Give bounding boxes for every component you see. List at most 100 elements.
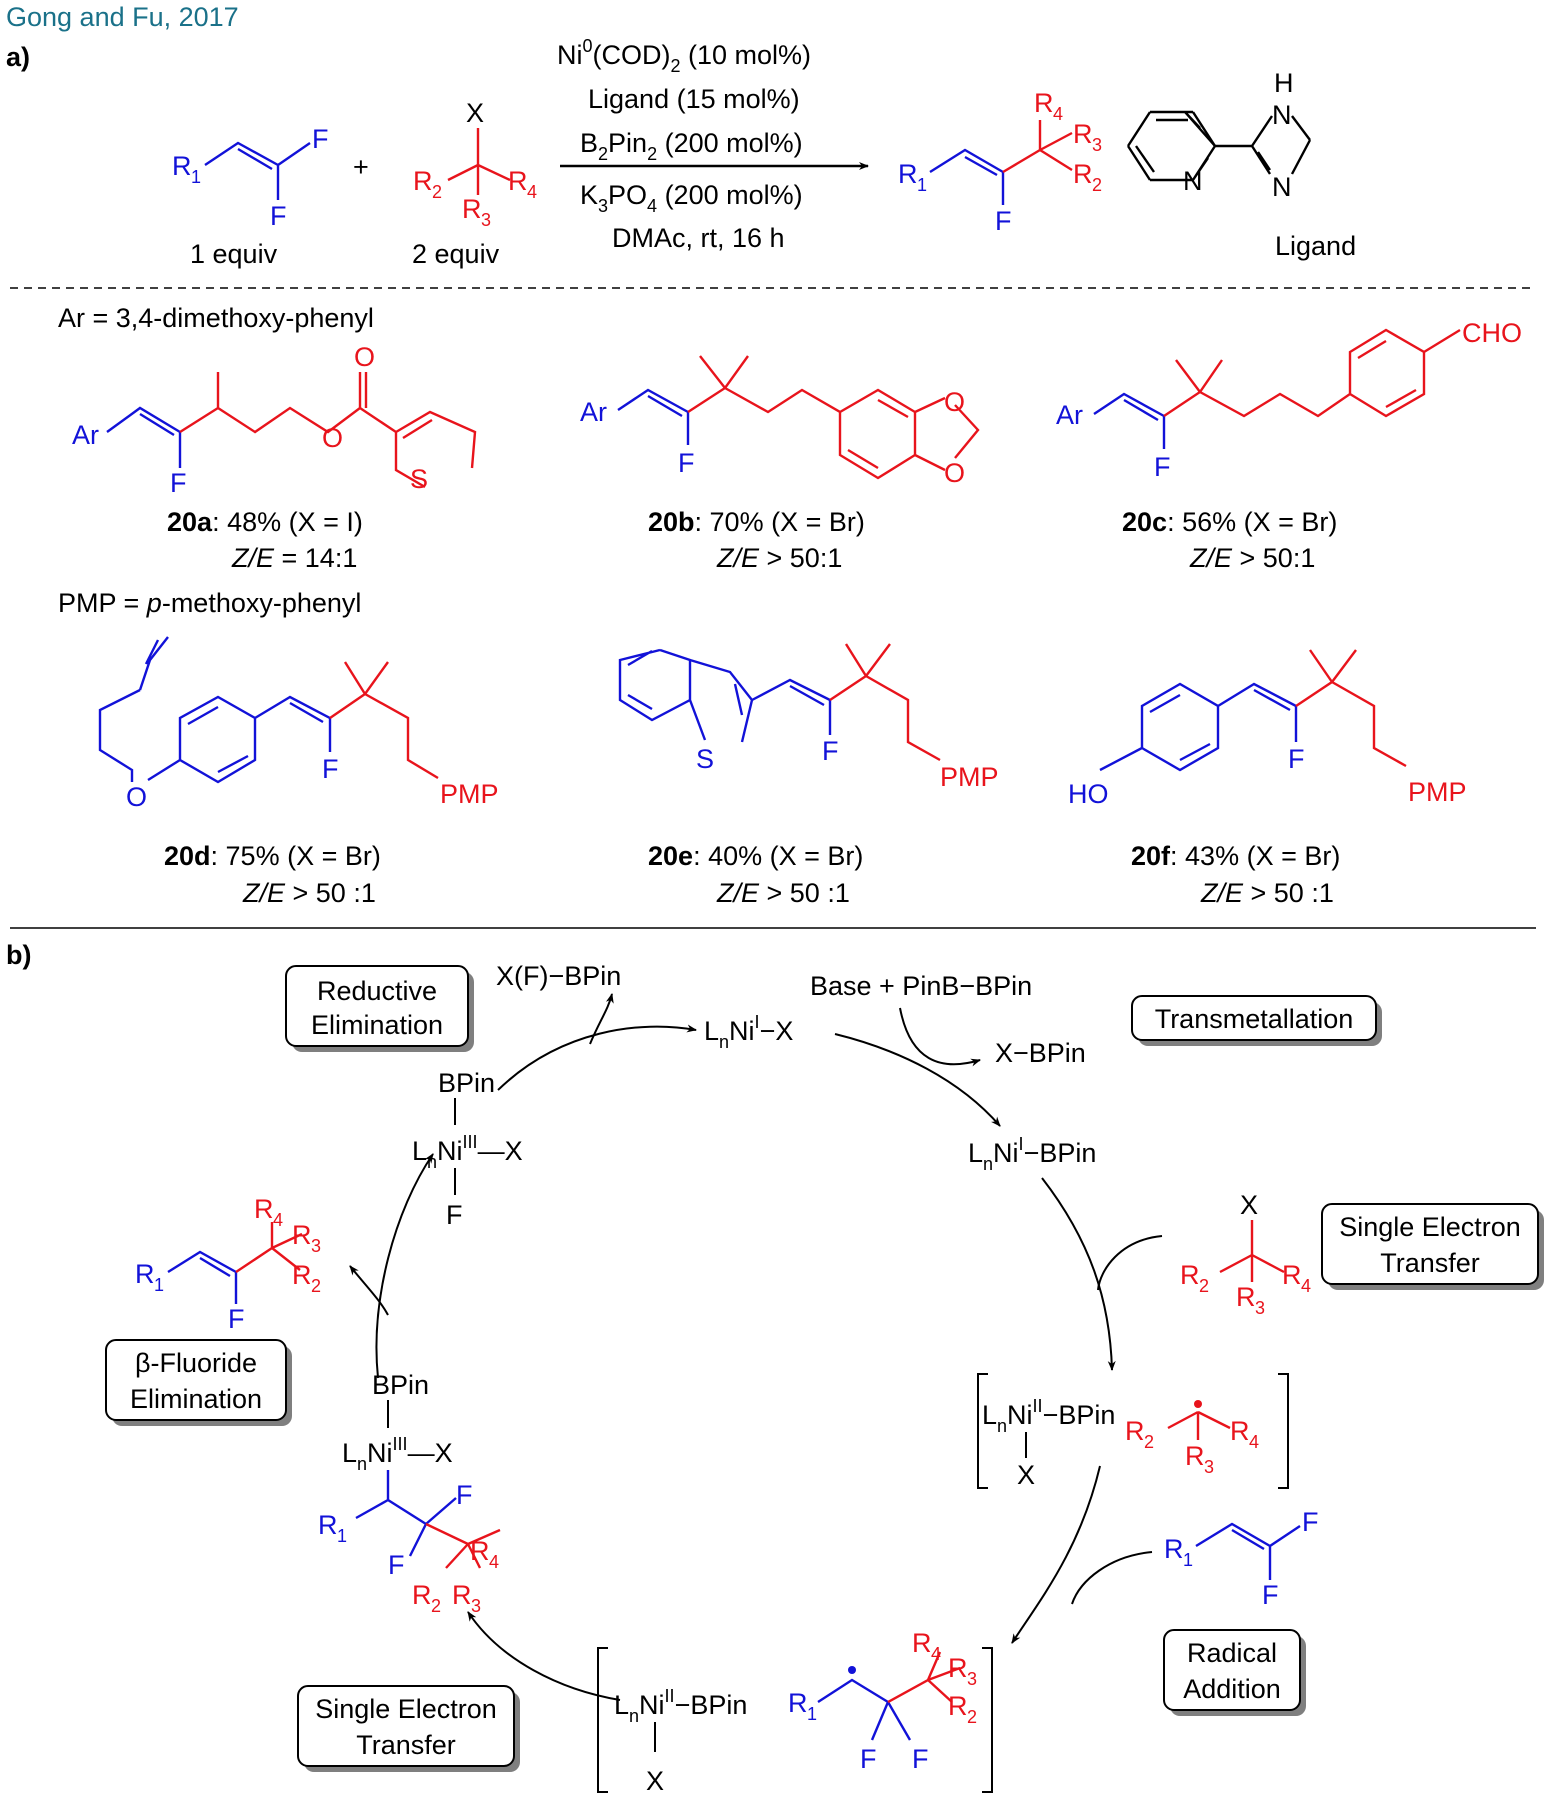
svg-text:Transfer: Transfer (1380, 1248, 1480, 1278)
svg-text:N: N (1272, 172, 1292, 202)
cycle-product: R 1 F R 4 R 3 R 2 (135, 1194, 321, 1334)
svg-text:R: R (462, 194, 482, 224)
svg-text:R: R (948, 1653, 968, 1683)
svg-text:3: 3 (481, 210, 491, 230)
ni2-radical-pair: LnNiII−BPin X R 2 R 4 R 3 (977, 1373, 1289, 1490)
svg-text:1: 1 (337, 1526, 347, 1546)
svg-text:X: X (466, 98, 484, 128)
svg-text:R: R (912, 1628, 932, 1658)
svg-text:R: R (254, 1194, 274, 1224)
reaction-conditions: Ni0(COD)2 (10 mol%) Ligand (15 mol%) B2P… (557, 36, 811, 253)
x-bpin: X−BPin (995, 1038, 1086, 1068)
ze-20f: Z/E > 50 :1 (1200, 878, 1334, 908)
svg-text:PMP: PMP (440, 779, 499, 809)
svg-text:CHO: CHO (1462, 318, 1522, 348)
ligand-label: Ligand (1275, 231, 1356, 261)
svg-text:β-Fluoride: β-Fluoride (135, 1348, 257, 1378)
cycle-difluoroalkene: R 1 F F (1164, 1507, 1319, 1610)
svg-text:R: R (948, 1691, 968, 1721)
step-box-reductive-elimination: Reductive Elimination (285, 965, 474, 1052)
svg-text:LnNiII−BPin: LnNiII−BPin (982, 1396, 1115, 1436)
svg-text:H: H (1274, 68, 1294, 98)
step-box-beta-fluoride-elimination: β-Fluoride Elimination (105, 1339, 292, 1426)
svg-text:R: R (470, 1536, 490, 1566)
svg-text:Single Electron: Single Electron (1339, 1212, 1521, 1242)
svg-text:N: N (1183, 166, 1203, 196)
svg-text:X: X (646, 1766, 664, 1796)
part-b-label: b) (6, 940, 31, 970)
part-a-label: a) (6, 42, 30, 72)
svg-text:R: R (292, 1220, 312, 1250)
svg-text:R: R (292, 1260, 312, 1290)
svg-text:2: 2 (1092, 175, 1102, 195)
step-box-radical-addition: Radical Addition (1163, 1629, 1306, 1716)
svg-text:F: F (1262, 1580, 1279, 1610)
ze-20b: Z/E > 50:1 (716, 543, 842, 573)
svg-text:3: 3 (1204, 1457, 1214, 1477)
svg-text:N: N (1272, 100, 1292, 130)
structure-20a: Ar F O O S (72, 342, 477, 498)
svg-text:LnNiIII—X: LnNiIII—X (412, 1132, 523, 1172)
svg-text:F: F (995, 206, 1012, 236)
svg-text:R: R (452, 1580, 472, 1610)
svg-text:Radical: Radical (1187, 1638, 1277, 1668)
svg-text:3: 3 (1092, 135, 1102, 155)
svg-text:R: R (1236, 1282, 1256, 1312)
citation: Gong and Fu, 2017 (6, 2, 239, 32)
svg-text:B2Pin2 (200 mol%): B2Pin2 (200 mol%) (580, 128, 803, 164)
svg-text:S: S (410, 464, 428, 494)
svg-text:3: 3 (1255, 1298, 1265, 1318)
svg-text:PMP: PMP (1408, 777, 1467, 807)
product-monofluoroalkene: R 1 F R 4 R 3 R 2 (898, 88, 1102, 236)
svg-text:2: 2 (967, 1707, 977, 1727)
svg-text:Ar: Ar (580, 397, 607, 427)
svg-text:F: F (312, 124, 329, 154)
structure-20b: Ar F O O (580, 355, 980, 488)
ze-20a: Z/E = 14:1 (231, 543, 357, 573)
svg-text:R: R (318, 1510, 338, 1540)
svg-text:X: X (1017, 1460, 1035, 1490)
svg-text:DMAc, rt, 16 h: DMAc, rt, 16 h (612, 223, 785, 253)
svg-text:2: 2 (431, 1596, 441, 1616)
xf-bpin: X(F)−BPin (496, 961, 621, 991)
svg-text:O: O (126, 782, 147, 812)
ar-definition: Ar = 3,4-dimethoxy-phenyl (58, 303, 374, 333)
structure-20e: S F PMP (618, 643, 999, 792)
svg-text:HO: HO (1068, 779, 1109, 809)
step-box-single-electron-transfer-1: Single Electron Transfer (1321, 1203, 1544, 1290)
svg-text:F: F (678, 448, 695, 478)
svg-text:Single Electron: Single Electron (315, 1694, 497, 1724)
svg-text:R: R (1282, 1260, 1302, 1290)
svg-text:Addition: Addition (1183, 1674, 1281, 1704)
reactant-alkyl-halide: X R 2 R 4 R 3 (413, 98, 537, 230)
svg-text:R: R (172, 151, 192, 181)
svg-text:1: 1 (917, 175, 927, 195)
svg-text:X: X (1240, 1190, 1258, 1220)
svg-text:3: 3 (311, 1236, 321, 1256)
step-box-transmetallation: Transmetallation (1131, 995, 1382, 1046)
svg-text:Elimination: Elimination (311, 1010, 443, 1040)
equiv-2: 2 equiv (412, 239, 500, 269)
svg-text:2: 2 (432, 182, 442, 202)
svg-text:Reductive: Reductive (317, 976, 437, 1006)
svg-text:R: R (412, 1580, 432, 1610)
svg-text:F: F (446, 1200, 463, 1230)
svg-text:O: O (354, 342, 375, 372)
svg-text:3: 3 (967, 1669, 977, 1689)
svg-text:PMP: PMP (940, 762, 999, 792)
svg-text:4: 4 (1301, 1276, 1311, 1296)
structure-20d: O F PMP (98, 636, 499, 812)
ze-20c: Z/E > 50:1 (1189, 543, 1315, 573)
cycle-arrows (349, 993, 1163, 1701)
svg-text:F: F (1288, 744, 1305, 774)
svg-text:4: 4 (527, 182, 537, 202)
svg-text:1: 1 (154, 1275, 164, 1295)
svg-text:K3PO4 (200 mol%): K3PO4 (200 mol%) (580, 180, 803, 216)
svg-text:Ni0(COD)2 (10 mol%): Ni0(COD)2 (10 mol%) (557, 36, 811, 76)
svg-text:Ligand (15 mol%): Ligand (15 mol%) (588, 84, 800, 114)
svg-text:O: O (322, 423, 343, 453)
reactant-difluoroalkene: R 1 F F (172, 124, 329, 231)
svg-text:Transmetallation: Transmetallation (1155, 1004, 1354, 1034)
label-20c: 20c: 56% (X = Br) (1122, 507, 1337, 537)
